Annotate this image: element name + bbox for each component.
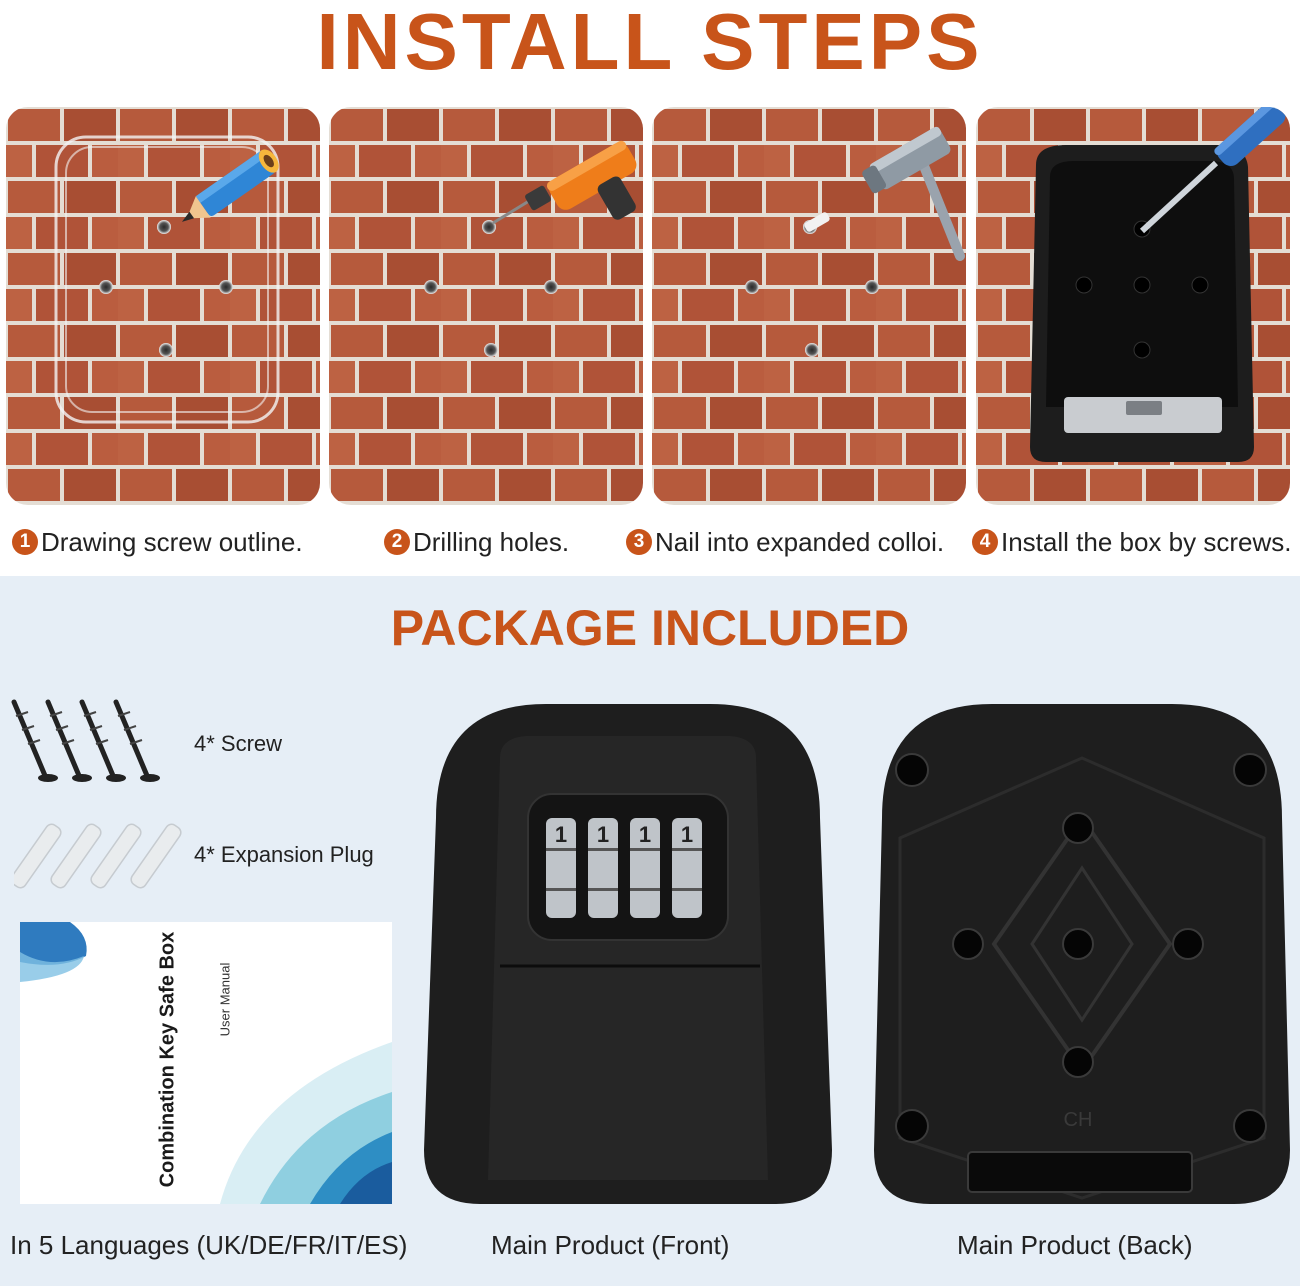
step-caption-text: Drawing screw outline. — [41, 526, 303, 557]
step-3-caption: 3 Nail into expanded colloi. — [626, 526, 944, 558]
step-caption-text: Install the box by screws. — [1001, 526, 1292, 557]
dial-digit-1: 1 — [555, 822, 567, 847]
user-manual-image: Combination Key Safe Box User Manual — [20, 922, 392, 1204]
dial-digit-2: 1 — [597, 822, 609, 847]
screwdriver-icon — [1139, 107, 1286, 234]
step-caption-text: Drilling holes. — [413, 526, 570, 557]
screw-icon — [11, 699, 160, 782]
step-caption-text: Nail into expanded colloi. — [655, 526, 945, 557]
dial-digit-4: 1 — [681, 822, 693, 847]
step-number-badge: 1 — [12, 529, 38, 555]
step-number-badge: 2 — [384, 529, 410, 555]
step-1-panel — [6, 107, 320, 505]
drill-icon — [492, 140, 637, 225]
package-title: PACKAGE INCLUDED — [390, 600, 910, 656]
step-4-panel — [976, 107, 1290, 505]
product-front: 1 1 1 1 — [416, 698, 840, 1217]
step-4-caption: 4 Install the box by screws. — [972, 526, 1291, 558]
pencil-icon — [181, 149, 279, 222]
hammer-icon — [862, 126, 965, 261]
manual-title: Combination Key Safe Box — [156, 931, 179, 1188]
step-1-caption: 1 Drawing screw outline. — [12, 526, 303, 558]
expansion-plug-icon — [14, 823, 182, 889]
front-caption: Main Product (Front) — [491, 1230, 730, 1260]
step-number-badge: 4 — [972, 529, 998, 555]
expansion-plug-label: 4* Expansion Plug — [194, 842, 374, 867]
back-caption: Main Product (Back) — [957, 1230, 1193, 1260]
combination-dials: 1 1 1 1 — [546, 818, 702, 918]
install-steps-title: INSTALL STEPS — [316, 0, 984, 86]
step-2-caption: 2 Drilling holes. — [384, 526, 569, 558]
step-2-panel — [329, 107, 643, 505]
manual-subtitle: User Manual — [217, 962, 233, 1037]
dial-digit-3: 1 — [639, 822, 651, 847]
back-mark: CH — [1064, 1109, 1093, 1131]
step-number-badge: 3 — [626, 529, 652, 555]
manual-caption: In 5 Languages (UK/DE/FR/IT/ES) — [10, 1230, 408, 1260]
product-back: CH — [870, 698, 1294, 1217]
step-3-panel — [652, 107, 966, 505]
screw-label: 4* Screw — [194, 731, 283, 756]
